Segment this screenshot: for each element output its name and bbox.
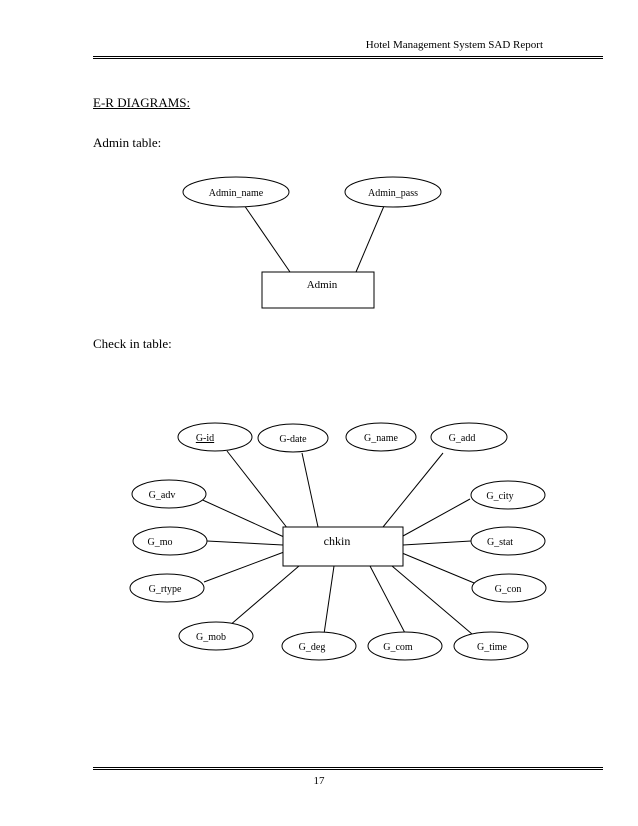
attribute-ellipse-g-date: [257, 423, 329, 453]
admin-relation-line: [243, 204, 291, 273]
entity-label: Admin: [307, 279, 338, 291]
relation-line: [401, 552, 480, 586]
admin-er-diagram: [182, 176, 442, 309]
footer-rule-2: [93, 769, 603, 770]
running-header: Hotel Management System SAD Report: [365, 39, 543, 51]
attribute-ellipse-g-city: [470, 480, 546, 510]
relation-line: [228, 565, 300, 627]
key-attribute-label: G-id: [196, 433, 214, 444]
header-rule-2: [93, 58, 603, 59]
attribute-label: G_time: [477, 642, 508, 653]
section-title: E-R DIAGRAMS:: [93, 95, 191, 110]
footer-rule: [93, 767, 603, 768]
relation-line: [226, 450, 289, 530]
entity-label: chkin: [324, 534, 351, 548]
attribute-ellipse-g-com: [367, 631, 443, 661]
attribute-label: G_deg: [299, 642, 326, 653]
attribute-ellipse-g-rtype: [129, 573, 205, 603]
attribute-ellipse-g-stat: [470, 526, 546, 556]
relation-line: [195, 496, 285, 538]
attribute-label: G_con: [495, 584, 522, 595]
attribute-label: G_add: [449, 433, 476, 444]
checkin-er-diagram: [129, 422, 547, 661]
attribute-label: G_name: [364, 433, 398, 444]
admin-entity-box: [261, 271, 375, 309]
attribute-ellipse-g-time: [453, 631, 529, 661]
admin-relation-line: [355, 205, 385, 273]
attribute-ellipse-g-name: [345, 422, 417, 452]
attribute-ellipse-g-add: [430, 422, 508, 452]
relation-line: [382, 452, 444, 528]
checkin-table-label: Check in table:: [93, 336, 172, 351]
attribute-ellipse-g-deg: [281, 631, 357, 661]
attribute-ellipse-g-con: [471, 573, 547, 603]
page-number: 17: [313, 775, 325, 787]
attribute-ellipse-g-adv: [131, 479, 207, 509]
attribute-label: G_adv: [149, 490, 176, 501]
attribute-ellipse-admin-pass: [344, 176, 442, 208]
attribute-ellipse-g-mo: [132, 526, 208, 556]
relation-line: [402, 498, 471, 537]
attribute-label: G_mob: [196, 632, 226, 643]
attribute-label: Admin_name: [209, 188, 264, 199]
attribute-ellipse-admin-name: [182, 176, 290, 208]
attribute-label: G_mo: [148, 537, 173, 548]
attribute-ellipse-g-id: [177, 422, 253, 452]
relation-line: [369, 565, 406, 634]
relation-line: [402, 540, 472, 546]
relation-line: [301, 452, 319, 528]
checkin-entity-box: [282, 526, 404, 567]
attribute-label: G_com: [383, 642, 413, 653]
attribute-label: Admin_pass: [368, 188, 418, 199]
attribute-label: G_city: [486, 491, 513, 502]
relation-line: [203, 551, 285, 583]
relation-line: [323, 565, 335, 635]
attribute-label: G_stat: [487, 537, 513, 548]
attribute-label: G-date: [279, 434, 307, 445]
attribute-label: G_rtype: [149, 584, 182, 595]
header-rule: [93, 56, 603, 57]
attribute-ellipse-g-mob: [178, 621, 254, 651]
relation-line: [391, 565, 473, 635]
relation-line: [206, 540, 284, 546]
admin-table-label: Admin table:: [93, 135, 162, 150]
